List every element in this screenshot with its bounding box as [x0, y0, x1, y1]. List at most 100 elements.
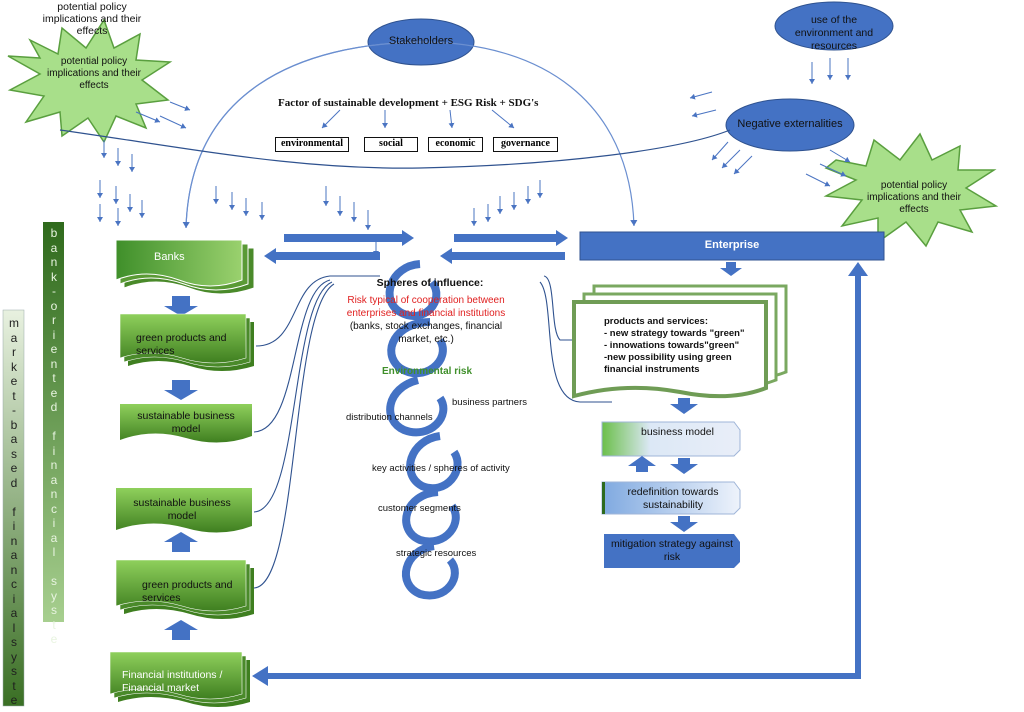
- vertical-letter: e: [50, 342, 58, 356]
- financial-institutions-label: Financial institutions / Financial marke…: [122, 669, 223, 694]
- products-card-line1: - new strategy towards "green": [604, 328, 745, 339]
- vertical-letter: n: [10, 562, 18, 577]
- vertical-letter: e: [50, 385, 58, 400]
- vertical-letter: b: [10, 417, 18, 432]
- vertical-letter: t: [12, 678, 16, 693]
- redefinition-label: redefinition towards sustainability: [627, 486, 719, 511]
- vertical-letter: [52, 560, 55, 575]
- vertical-letter: e: [10, 374, 18, 388]
- vertical-letter: f: [52, 429, 56, 443]
- business-model-box: [601, 421, 741, 457]
- products-card-line2: - innowations towards"green": [604, 340, 740, 351]
- pillar-economic: economic: [428, 137, 483, 152]
- env-risk-label: Environmental risk: [382, 366, 473, 377]
- pillar-environmental: environmental: [275, 137, 349, 152]
- vertical-letter: s: [11, 635, 17, 649]
- vertical-letter: a: [10, 432, 18, 446]
- top-left-caption: potential policy implications and their …: [42, 1, 142, 37]
- bank-oriented-bar: [43, 222, 64, 622]
- vertical-letter: i: [52, 327, 56, 342]
- products-card-text: products and services: - new strategy to…: [604, 316, 764, 376]
- business-partners-label: business partners: [452, 397, 527, 408]
- vertical-letter: [12, 490, 15, 505]
- vertical-letter: o: [50, 298, 58, 313]
- vertical-letter: c: [51, 501, 57, 516]
- banks-shape: [115, 239, 255, 295]
- vertical-letter: -: [12, 403, 16, 417]
- vertical-letter: n: [50, 255, 58, 269]
- sustainable-model-top-shape: [120, 404, 252, 443]
- vertical-letter: n: [10, 533, 18, 548]
- vertical-letter: k: [11, 359, 17, 374]
- vertical-letter: e: [10, 461, 18, 475]
- products-card-line3: -new possibility using green financial i…: [604, 352, 732, 375]
- vertical-letter: i: [12, 591, 16, 606]
- vertical-letter: i: [52, 443, 56, 458]
- green-products-top-label: green products and services: [136, 332, 227, 357]
- starburst-right: [823, 132, 999, 248]
- vertical-letter: l: [12, 620, 16, 635]
- vertical-letter: r: [12, 345, 16, 359]
- vertical-letter: b: [50, 226, 58, 240]
- vertical-letter: a: [50, 472, 58, 487]
- vertical-letter: f: [12, 504, 16, 519]
- vertical-letter: s: [11, 446, 17, 461]
- products-card-shape: [572, 284, 788, 399]
- stakeholders-label: Stakeholders: [388, 35, 454, 47]
- vertical-letter: m: [9, 316, 19, 330]
- vertical-letter: n: [50, 458, 58, 472]
- vertical-letter: y: [11, 649, 17, 664]
- vertical-letter: y: [51, 588, 57, 603]
- vertical-letter: [52, 415, 55, 430]
- env-resources-ellipse: [774, 1, 894, 51]
- vertical-letter: r: [52, 313, 56, 327]
- distribution-channels-label: distribution channels: [346, 412, 433, 423]
- mitigation-label: mitigation strategy against risk: [611, 538, 733, 563]
- factor-title: Factor of sustainable development + ESG …: [278, 97, 539, 109]
- sustainable-model-bottom-label: sustainable business model: [133, 497, 231, 522]
- vertical-letter: i: [52, 516, 56, 530]
- strategic-resources-label: strategic resources: [396, 548, 477, 559]
- vertical-letter: a: [10, 330, 18, 345]
- vertical-letter: a: [50, 530, 58, 545]
- vertical-letter: d: [50, 400, 58, 414]
- enterprise-label: Enterprise: [704, 239, 760, 251]
- products-card-heading: products and services:: [604, 316, 709, 327]
- banks-label: Banks: [154, 251, 185, 263]
- vertical-letter: a: [50, 240, 58, 255]
- key-activities-label: key activities / spheres of activity: [372, 463, 510, 474]
- enterprise-bar: [579, 231, 885, 261]
- financial-institutions-shape: [109, 651, 250, 707]
- mitigation-box: [604, 534, 740, 568]
- business-model-label: business model: [641, 426, 714, 438]
- vertical-letter: i: [12, 519, 16, 533]
- vertical-letter: a: [10, 606, 18, 620]
- green-products-top-shape: [119, 313, 254, 371]
- vertical-letter: -: [52, 284, 56, 298]
- sustainable-model-top-label: sustainable business model: [137, 410, 235, 435]
- vertical-letter: a: [10, 548, 18, 562]
- vertical-letter: d: [10, 475, 18, 490]
- vertical-letter: l: [52, 545, 56, 559]
- vertical-letter: e: [50, 632, 58, 646]
- vertical-letter: s: [51, 603, 57, 617]
- env-resources-label: use of the environment and resources: [794, 14, 874, 52]
- spiral-chain: [385, 260, 462, 600]
- pillar-governance: governance: [493, 137, 558, 152]
- vertical-letter: t: [52, 371, 56, 385]
- negative-externalities-label: Negative externalities: [737, 118, 843, 130]
- vertical-letter: n: [50, 356, 58, 371]
- green-products-bottom-shape: [115, 559, 254, 619]
- spheres-risk-red: Risk typical of cooperation between ente…: [346, 295, 506, 319]
- sustainable-model-bottom-shape: [116, 488, 252, 533]
- market-based-bar: [2, 309, 25, 707]
- arrow-shower: [97, 58, 851, 256]
- vertical-letter: k: [51, 269, 57, 284]
- pillar-social: social: [364, 137, 418, 152]
- green-products-bottom-label: green products and services: [142, 579, 233, 604]
- negative-externalities-ellipse: [725, 98, 855, 152]
- vertical-letter: c: [11, 577, 17, 591]
